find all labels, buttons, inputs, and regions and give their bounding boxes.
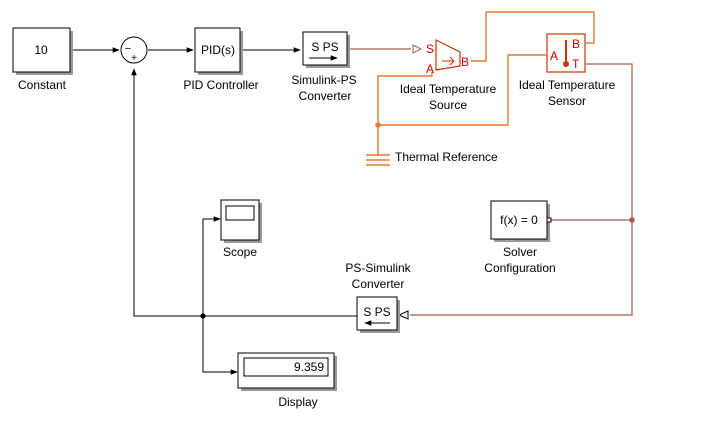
thermal-junction: [375, 122, 381, 128]
ps-simulink-converter-block[interactable]: S PS: [356, 296, 400, 333]
simulink-ps-converter-block[interactable]: S PS: [302, 31, 350, 68]
source-port-b: B: [461, 55, 469, 69]
signal-lines: [72, 47, 357, 375]
sensor-to-ps2s-line[interactable]: [410, 63, 633, 316]
sensor-port-t: T: [572, 57, 580, 71]
s2ps-text: S PS: [311, 40, 338, 54]
source-to-sensor-line[interactable]: [471, 11, 595, 62]
constant-block[interactable]: 10: [12, 27, 73, 75]
sensor-label-line2: Sensor: [548, 94, 586, 108]
branch-point: [200, 313, 206, 319]
s2ps-label-line1: Simulink-PS: [291, 73, 356, 87]
display-label: Display: [278, 395, 317, 409]
display-readout-box: [243, 357, 329, 377]
ps2s-input-port-icon: [397, 310, 409, 320]
branch-to-display-line[interactable]: [202, 316, 238, 375]
solver-label-line1: Solver: [503, 245, 537, 259]
solver-text: f(x) = 0: [500, 213, 538, 227]
solver-configuration-block[interactable]: f(x) = 0: [490, 200, 552, 242]
source-label-line1: Ideal Temperature: [400, 82, 497, 96]
s2ps-label-line2: Converter: [299, 89, 352, 103]
sensor-label-line1: Ideal Temperature: [519, 78, 616, 92]
temperature-source-icon: [435, 39, 461, 71]
scope-screen-icon: [225, 205, 255, 221]
thermal-ref-label: Thermal Reference: [395, 150, 498, 164]
solver-label-line2: Configuration: [484, 261, 555, 275]
ps2s-label-line1: PS-Simulink: [345, 261, 411, 275]
ps2s-text: S PS: [363, 305, 390, 319]
sensor-port-a: A: [550, 49, 558, 63]
sensor-port-b: B: [572, 37, 580, 51]
source-label-line2: Source: [429, 98, 467, 112]
source-port-s: S: [426, 42, 434, 56]
constant-value: 10: [34, 43, 48, 57]
pid-text: PID(s): [201, 43, 235, 57]
ideal-temperature-source-block[interactable]: S A B: [426, 39, 469, 76]
physical-lines: [349, 11, 635, 320]
display-value: 9.359: [294, 360, 324, 374]
scope-block[interactable]: [220, 199, 262, 243]
ideal-temperature-sensor-block[interactable]: A B T: [546, 33, 586, 73]
ps2s-label-line2: Converter: [352, 277, 405, 291]
scope-label: Scope: [223, 245, 257, 259]
sum-minus-sign: −: [125, 43, 131, 55]
solver-port-icon: [546, 217, 552, 223]
constant-label: Constant: [18, 78, 67, 92]
thermal-reference-block[interactable]: [366, 154, 390, 166]
pid-label: PID Controller: [183, 78, 258, 92]
branch-to-scope-line[interactable]: [202, 216, 221, 316]
sum-plus-sign: +: [131, 53, 137, 64]
pid-controller-block[interactable]: PID(s): [194, 27, 243, 75]
sum-block[interactable]: − +: [120, 36, 148, 64]
display-block[interactable]: 9.359: [237, 352, 337, 391]
solver-junction: [629, 217, 635, 223]
source-port-a: A: [426, 62, 434, 76]
feedback-line[interactable]: [131, 68, 357, 317]
source-input-port-icon: [412, 44, 423, 54]
